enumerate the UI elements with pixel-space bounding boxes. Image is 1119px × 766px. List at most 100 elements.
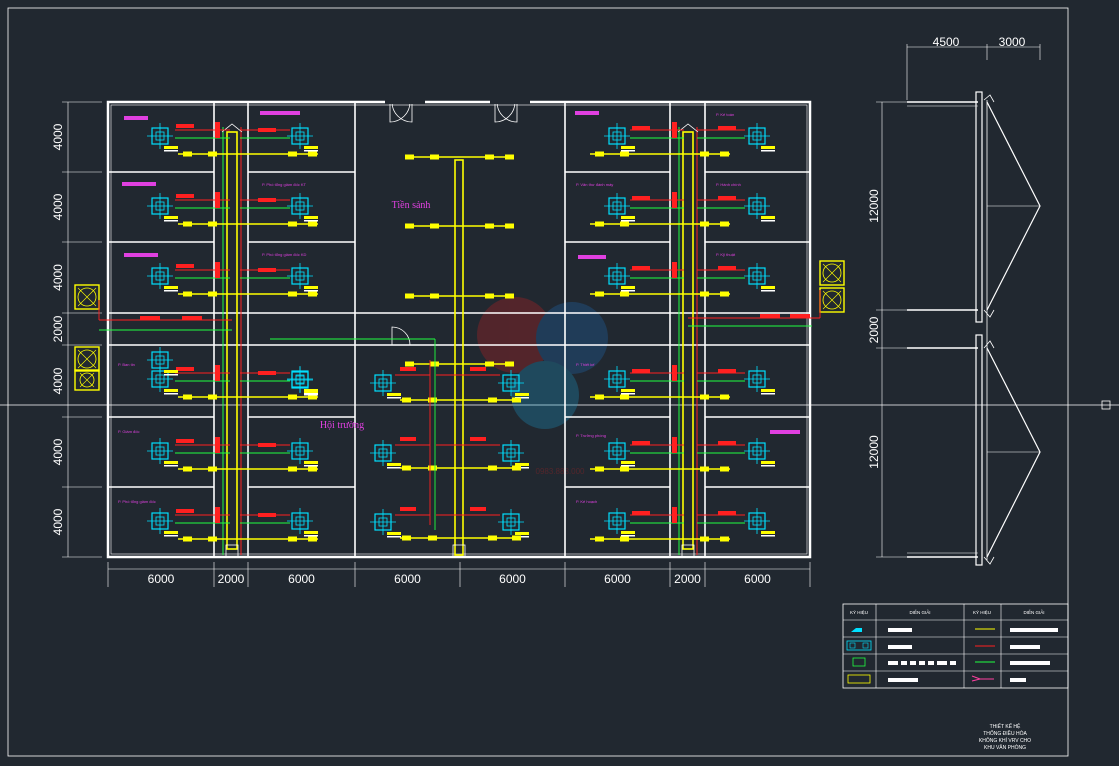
dim-y-6: 4000 xyxy=(51,508,65,535)
indoor-unit xyxy=(604,438,635,467)
diffuser xyxy=(720,221,729,227)
diffuser xyxy=(402,535,411,541)
room-label-3: P. Hành chính xyxy=(716,182,741,187)
diffuser xyxy=(402,397,411,403)
indoor-unit xyxy=(287,123,318,152)
indoor-unit xyxy=(147,263,178,292)
controller-tag xyxy=(387,467,401,469)
controller-tag xyxy=(164,389,178,392)
indoor-unit xyxy=(744,123,775,152)
outdoor-fan-icon xyxy=(822,290,842,310)
legend-table: KÝ HIỆU DIỄN GIẢI KÝ HIỆU DIỄN GIẢI xyxy=(842,603,1069,689)
diffuser xyxy=(428,465,437,471)
door-gap xyxy=(490,98,530,104)
branch-kit xyxy=(182,316,202,320)
branch-kit xyxy=(718,196,736,200)
section-dim-y-1: 12000 xyxy=(867,189,881,223)
indoor-unit xyxy=(370,509,401,538)
diffuser xyxy=(505,154,514,160)
diffuser xyxy=(488,535,497,541)
diffuser xyxy=(308,466,317,472)
controller-tag xyxy=(515,467,529,469)
door-swing-hall xyxy=(391,326,411,346)
indoor-unit xyxy=(370,370,401,399)
indoor-unit xyxy=(604,366,635,395)
lobby-duct xyxy=(454,159,464,556)
branch-joint xyxy=(672,507,677,523)
indoor-unit xyxy=(287,367,318,396)
diffuser xyxy=(428,397,437,403)
crosshair-grip[interactable] xyxy=(1101,400,1111,410)
indoor-unit xyxy=(744,438,775,467)
controller-tag xyxy=(621,146,635,149)
branch-kit xyxy=(790,314,810,318)
dim-x-5: 6000 xyxy=(604,572,631,586)
outdoor-fan-blades xyxy=(822,290,842,310)
controller-tag xyxy=(387,393,401,396)
duct-cap xyxy=(677,123,699,133)
legend-branch-icon xyxy=(971,675,994,682)
controller-tag xyxy=(387,532,401,535)
dim-x-3: 6000 xyxy=(394,572,421,586)
indoor-unit xyxy=(370,440,401,469)
diffuser xyxy=(405,223,414,229)
room-tag xyxy=(578,255,606,259)
outdoor-unit-casing xyxy=(74,284,100,310)
dim-y-4: 4000 xyxy=(51,367,65,394)
diffuser xyxy=(485,154,494,160)
branch-kit xyxy=(632,369,650,373)
controller-tag xyxy=(621,216,635,219)
branch-joint xyxy=(215,262,220,278)
diffuser xyxy=(208,394,217,400)
diffuser xyxy=(700,466,709,472)
diffuser xyxy=(512,397,521,403)
controller-tag xyxy=(304,531,318,534)
outdoor-unit xyxy=(819,287,845,313)
controller-tag xyxy=(304,146,318,149)
controller-tag xyxy=(761,220,775,222)
branch-joint xyxy=(215,507,220,523)
branch-kit xyxy=(400,367,416,371)
duct-riser xyxy=(681,544,695,558)
branch-kit xyxy=(632,266,650,270)
title-line-4: KHU VĂN PHÒNG xyxy=(984,744,1026,751)
diffuser xyxy=(308,291,317,297)
branch-kit xyxy=(258,198,276,202)
diffuser xyxy=(208,221,217,227)
label-hall: Hội trường xyxy=(320,420,364,431)
indoor-unit xyxy=(604,508,635,537)
diffuser xyxy=(505,223,514,229)
indoor-unit xyxy=(604,263,635,292)
dim-x-4: 6000 xyxy=(499,572,526,586)
outdoor-unit-casing xyxy=(819,260,845,286)
controller-tag xyxy=(304,286,318,289)
controller-tag xyxy=(621,531,635,534)
duct-riser xyxy=(452,544,466,558)
diffuser xyxy=(700,151,709,157)
indoor-unit xyxy=(744,193,775,222)
diffuser xyxy=(485,293,494,299)
main-duct-0 xyxy=(226,131,238,550)
diffuser xyxy=(620,221,629,227)
room-labels: P. Phó tổng giám đốc KTP. Phó tổng giám … xyxy=(118,112,741,504)
outdoor-fan-icon xyxy=(77,287,97,307)
title-line-3: KHÔNG KHÍ VRV CHO xyxy=(979,737,1031,744)
diffuser xyxy=(505,361,514,367)
controller-tag xyxy=(761,146,775,149)
main-duct-1 xyxy=(682,131,694,550)
branch-kit xyxy=(176,194,194,198)
outdoor-fan-icon xyxy=(79,372,95,388)
controller-tag xyxy=(761,393,775,395)
dim-y-1: 4000 xyxy=(51,193,65,220)
controller-tag xyxy=(515,397,529,399)
diffuser xyxy=(595,151,604,157)
controller-tag xyxy=(515,393,529,396)
diffuser xyxy=(430,361,439,367)
legend-header-desc-2: DIỄN GIẢI xyxy=(1023,609,1044,615)
diffuser xyxy=(512,535,521,541)
legend-header-symbol-2: KÝ HIỆU xyxy=(973,608,991,615)
branch-kit xyxy=(760,314,780,318)
diffuser xyxy=(308,221,317,227)
branch-joint xyxy=(215,437,220,453)
